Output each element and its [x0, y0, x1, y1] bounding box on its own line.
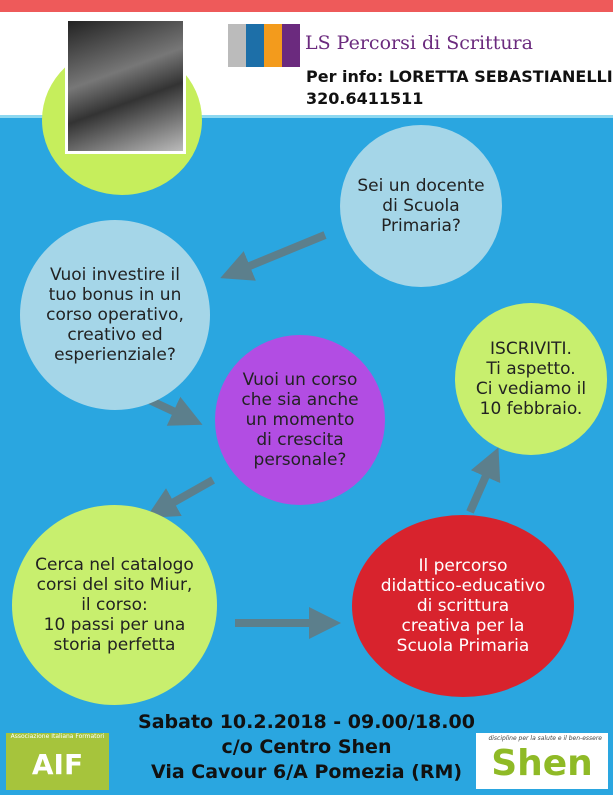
contact-info: Per info: LORETTA SEBASTIANELLI 320.64115… — [306, 66, 613, 110]
arrow-1 — [220, 231, 327, 281]
bubble-register: ISCRIVITI. Ti aspetto. Ci vediamo il 10 … — [455, 303, 607, 455]
aif-text: AIF — [31, 748, 84, 781]
event-place: c/o Centro Shen — [221, 736, 392, 758]
bubble-course: Il percorso didattico-educativo di scrit… — [352, 515, 574, 697]
info-line: Per info: LORETTA SEBASTIANELLI — [306, 67, 613, 86]
shen-tagline: discipline per la salute e il ben-essere — [488, 735, 602, 742]
arrow-3 — [146, 476, 215, 518]
event-details: Sabato 10.2.2018 - 09.00/18.00 c/o Centro… — [0, 710, 613, 785]
bubble-catalog: Cerca nel catalogo corsi del sito Miur, … — [12, 505, 217, 705]
event-address: Via Cavour 6/A Pomezia (RM) — [150, 761, 463, 783]
aif-caption: Associazione Italiana Formatori — [10, 733, 105, 740]
bubble-question-2: Vuoi investire il tuo bonus in un corso … — [20, 220, 210, 410]
event-date: Sabato 10.2.2018 - 09.00/18.00 — [138, 711, 475, 733]
ls-logo — [228, 24, 300, 67]
brand-name: LS Percorsi di Scrittura — [305, 32, 533, 54]
shen-text: Shen — [491, 743, 593, 784]
shen-logo: discipline per la salute e il ben-essere… — [476, 733, 608, 789]
phone: 320.6411511 — [306, 89, 424, 108]
bubble-question-1: Sei un docente di Scuola Primaria? — [340, 125, 502, 287]
arrow-5 — [466, 447, 501, 514]
bubble-question-3: Vuoi un corso che sia anche un momento d… — [215, 335, 385, 505]
portrait-photo — [65, 18, 186, 154]
